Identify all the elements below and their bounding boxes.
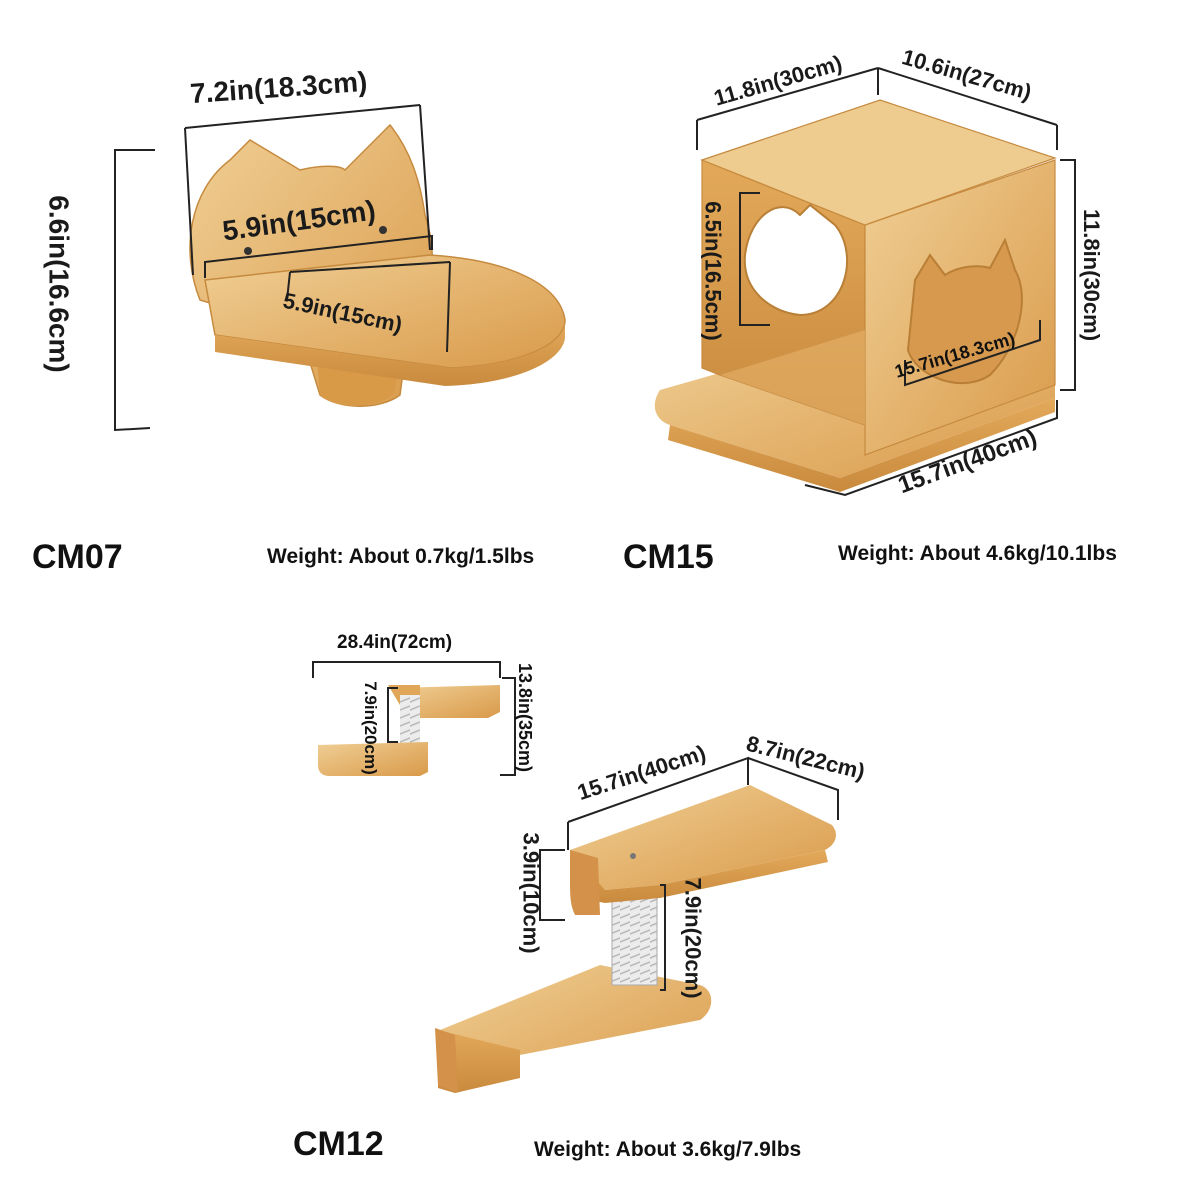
cm07-dimension-lines [114,104,451,432]
cm12-small-post-label: 7.9in(20cm) [360,681,380,775]
cm07-height-label: 6.6in(16.6cm) [43,195,75,373]
cm15-dimension-lines [696,67,1076,497]
cm12-top-height-label: 3.9in(10cm) [518,832,544,954]
cm07-model-label: CM07 [32,538,123,576]
cm15-cube [654,99,1057,492]
cm12-small-dimension-lines [312,661,516,776]
cm07-shelf [189,123,566,407]
cm07-weight-label: Weight: About 0.7kg/1.5lbs [267,545,535,568]
cm12-large-view [435,785,836,1093]
cm15-model-label: CM15 [623,538,714,576]
cm12-large-dimension-lines [539,756,839,991]
cm12-model-label: CM12 [293,1125,384,1163]
cm15-hole-height-label: 6.5in(16.5cm) [700,201,726,341]
cm12-post-label: 7.9in(20cm) [680,877,706,999]
cm12-small-view [318,685,500,776]
cm12-overall-height-label: 13.8in(35cm) [515,662,536,773]
cm15-height-label: 11.8in(30cm) [1079,208,1105,342]
cm15-weight-label: Weight: About 4.6kg/10.1lbs [838,542,1117,565]
cm12-overall-width-label: 28.4in(72cm) [337,632,453,653]
cm12-weight-label: Weight: About 3.6kg/7.9lbs [534,1138,802,1161]
